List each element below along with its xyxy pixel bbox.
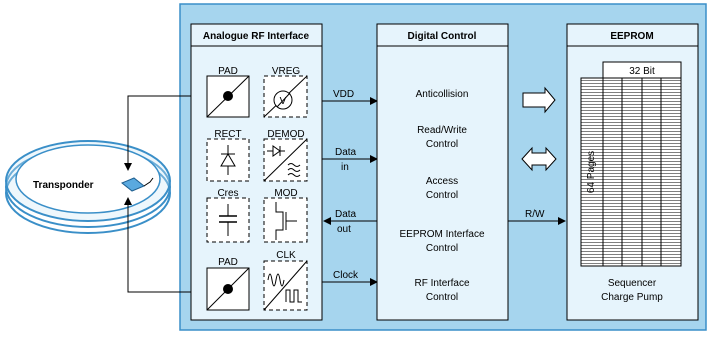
mod-component bbox=[263, 197, 308, 243]
signal-clock-label: Clock bbox=[333, 270, 359, 281]
cres-component bbox=[206, 197, 250, 243]
vreg-symbol: V bbox=[280, 96, 287, 107]
clk-label: CLK bbox=[276, 250, 296, 261]
dc-item-rw-2: Control bbox=[426, 139, 458, 150]
dc-item-anticollision: Anticollision bbox=[416, 89, 469, 100]
rf-interface-title: Analogue RF Interface bbox=[203, 31, 310, 42]
eeprom-pages-label: 64 Pages bbox=[586, 151, 597, 193]
rect-label: RECT bbox=[214, 129, 241, 140]
pad-label-bottom: PAD bbox=[218, 257, 238, 268]
demod-label: DEMOD bbox=[267, 129, 304, 140]
clk-component bbox=[263, 260, 308, 311]
signal-data-in-label-2: in bbox=[341, 162, 349, 173]
block-arrow-right bbox=[522, 86, 556, 114]
dc-item-eeprom-if-1: EEPROM Interface bbox=[399, 229, 484, 240]
eeprom-title: EEPROM bbox=[610, 31, 653, 42]
dc-item-rf-if-1: RF Interface bbox=[414, 278, 469, 289]
dc-item-access-1: Access bbox=[426, 176, 458, 187]
cres-label: Cres bbox=[217, 188, 238, 199]
demod-component bbox=[263, 138, 308, 182]
dc-item-eeprom-if-2: Control bbox=[426, 243, 458, 254]
transponder-chip bbox=[121, 177, 154, 192]
eeprom-footer-2: Charge Pump bbox=[601, 292, 663, 303]
digital-control-title: Digital Control bbox=[408, 31, 477, 42]
block-arrow-bidirectional bbox=[521, 146, 557, 172]
vreg-label: VREG bbox=[272, 66, 301, 77]
dc-item-rw-1: Read/Write bbox=[417, 125, 467, 136]
rw-label: R/W bbox=[525, 209, 545, 220]
eeprom-footer-1: Sequencer bbox=[608, 278, 657, 289]
digital-control-block bbox=[376, 23, 509, 321]
memory-array bbox=[580, 77, 682, 267]
transponder-label: Transponder bbox=[33, 180, 94, 191]
mod-label: MOD bbox=[274, 188, 297, 199]
signal-data-in-label-1: Data bbox=[335, 147, 357, 158]
rect-component bbox=[206, 138, 250, 182]
eeprom-width-label: 32 Bit bbox=[629, 66, 655, 77]
signal-vdd-label: VDD bbox=[333, 89, 354, 100]
dc-item-access-2: Control bbox=[426, 190, 458, 201]
pad-label-top: PAD bbox=[218, 66, 238, 77]
dc-item-rf-if-2: Control bbox=[426, 292, 458, 303]
vreg-component: V bbox=[263, 75, 308, 118]
antenna-wire bbox=[124, 95, 207, 293]
signal-arrows bbox=[322, 97, 378, 286]
pad-top-component bbox=[206, 75, 250, 118]
pad-bottom-component bbox=[206, 267, 250, 311]
signal-data-out-label-1: Data bbox=[335, 209, 357, 220]
signal-data-out-label-2: out bbox=[337, 224, 351, 235]
